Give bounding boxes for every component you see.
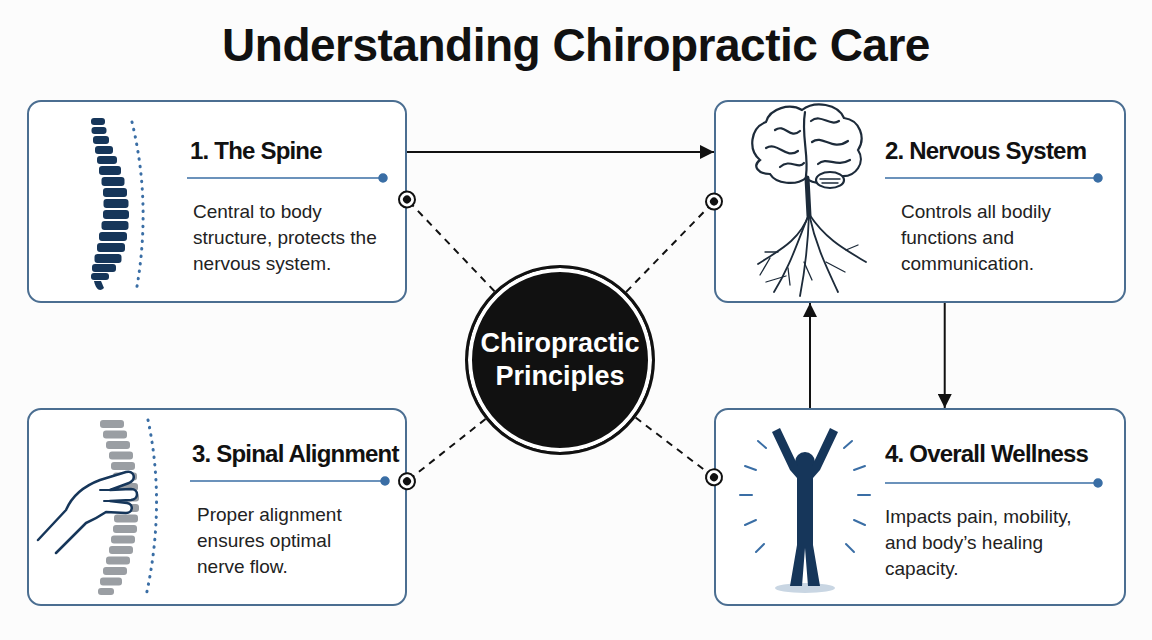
box-heading: 2. Nervous System	[885, 137, 1086, 165]
diagram-title: Understanding Chiropractic Care	[0, 18, 1152, 72]
concept-box: 4. Overall WellnessImpacts pain, mobilit…	[714, 408, 1126, 606]
box-heading: 1. The Spine	[190, 137, 322, 165]
concept-box: 1. The SpineCentral to body structure, p…	[27, 100, 407, 303]
box-description: Controls all bodily functions and commun…	[901, 199, 1096, 277]
flow-arrow	[809, 303, 811, 408]
box-description: Impacts pain, mobility, and body’s heali…	[885, 504, 1100, 582]
dashed-link	[636, 418, 714, 478]
core-label: Chiropractic Principles	[468, 268, 652, 452]
dashed-link	[626, 202, 714, 292]
dashed-link	[407, 199, 494, 291]
box-description: Proper alignment ensures optimal nerve f…	[197, 502, 377, 580]
flow-arrow	[944, 303, 946, 408]
concept-box: 2. Nervous SystemControls all bodily fun…	[714, 100, 1126, 303]
core-circle: Chiropractic Principles	[465, 265, 655, 455]
box-heading: 4. Overall Wellness	[885, 440, 1088, 468]
concept-box: 3. Spinal AlignmentProper alignment ensu…	[27, 408, 407, 606]
dashed-link	[407, 419, 486, 481]
box-description: Central to body structure, protects the …	[193, 199, 393, 277]
flow-arrow	[407, 151, 714, 153]
box-heading: 3. Spinal Alignment	[192, 440, 399, 468]
